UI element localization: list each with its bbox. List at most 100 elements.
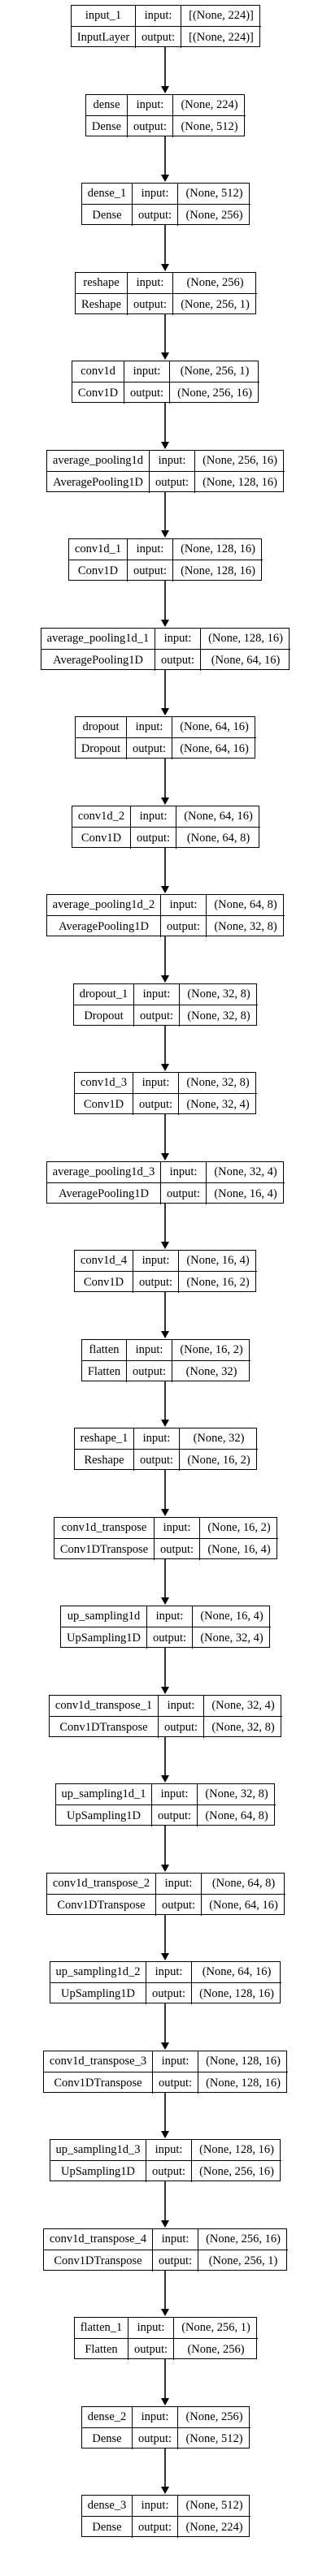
output-shape: (None, 512) [185,2431,243,2445]
layer-name: conv1d_4 [75,1251,133,1272]
arrowhead-5 [161,530,169,538]
layer-name: up_sampling1d_2 [50,1962,146,1983]
layer-class: AveragePooling1D [47,1183,161,1204]
layer-name: dense_1 [82,184,133,205]
output-label: output: [153,2250,198,2271]
layer-class: UpSampling1D [50,2161,146,2182]
output-label: output: [128,294,173,315]
layer-name: reshape [76,273,128,294]
layer-class: UpSampling1D [50,1983,146,2004]
input-label: input: [128,95,173,116]
layer-name: average_pooling1d_1 [41,629,155,650]
output-shape: (None, 224) [185,2520,243,2534]
output-label: output: [152,1805,198,1826]
output-shape: (None, 256, 1) [181,297,250,311]
layer-name: average_pooling1d_2 [47,895,161,916]
arrowhead-6 [161,620,169,627]
input-label: input: [150,451,195,472]
output-shape: (None, 32, 8) [214,919,277,933]
input-shape: (None, 256, 16) [195,451,285,472]
input-label: input: [133,2407,178,2428]
input-label: input: [134,984,180,1005]
input-label: input: [155,1518,200,1539]
arrowhead-2 [161,264,169,271]
arrowhead-24 [161,2220,169,2228]
input-shape: (None, 64, 8) [202,1874,285,1895]
input-shape: (None, 16, 4) [179,1251,257,1272]
output-label: output: [128,2339,174,2360]
input-label: input: [134,1428,180,1450]
input-label: input: [155,629,201,650]
layer-name: flatten_1 [75,2318,128,2339]
input-shape: (None, 32, 4) [207,1162,285,1183]
output-label: output: [131,828,176,849]
input-shape: (None, 224) [173,95,246,116]
input-shape: (None, 256, 1) [170,361,259,383]
layer-name: dense_2 [82,2407,133,2428]
output-shape: (None, 32, 4) [186,1097,250,1111]
input-label: input: [133,184,178,205]
layer-name: conv1d_transpose_4 [44,2229,153,2250]
arrowhead-25 [161,2309,169,2316]
output-shape: (None, 64, 8) [186,831,250,845]
arrowhead-19 [161,1775,169,1783]
output-shape: (None, 16, 4) [214,1186,277,1200]
output-label: output: [159,1717,204,1738]
layer-name: conv1d [72,361,124,383]
input-label: input: [128,273,173,294]
output-shape: (None, 64, 16) [211,653,281,667]
output-label: output: [133,1094,179,1115]
input-shape: (None, 512) [178,2496,250,2517]
input-label: input: [133,2496,178,2517]
input-label: input: [133,1073,179,1094]
input-shape: (None, 128, 16) [198,2051,288,2072]
layer-name: conv1d_1 [69,539,128,560]
input-shape: (None, 64, 8) [207,895,285,916]
output-shape: (None, 64, 16) [209,1898,278,1912]
output-shape: (None, 256) [185,208,243,222]
input-label: input: [147,1606,193,1627]
layer-class: Conv1D [75,1094,133,1115]
arrowhead-14 [161,1331,169,1338]
layer-class: Conv1DTranspose [47,1895,156,1916]
output-shape: (None, 128, 16) [206,2076,281,2090]
output-label: output: [133,2517,178,2538]
output-label: output: [146,1983,192,2004]
layer-class: UpSampling1D [61,1627,147,1649]
input-shape: (None, 512) [178,184,250,205]
arrowhead-3 [161,352,169,360]
arrowhead-8 [161,797,169,805]
output-shape: (None, 32, 8) [211,1720,275,1734]
output-shape: (None, 32) [185,1364,237,1378]
layer-class: Reshape [75,1450,134,1471]
input-label: input: [153,2051,198,2072]
layer-name: average_pooling1d [47,451,150,472]
layer-class: AveragePooling1D [41,650,155,671]
input-shape: (None, 32) [180,1428,258,1450]
arrowhead-9 [161,886,169,893]
layer-class: Reshape [76,294,128,315]
layer-class: InputLayer [72,27,136,48]
input-shape: (None, 64, 16) [172,717,256,738]
layer-class: Conv1DTranspose [44,2072,153,2094]
output-shape: (None, 512) [181,119,238,133]
input-shape: (None, 64, 16) [192,1962,281,1983]
input-label: input: [153,2229,198,2250]
layer-name: dropout [76,717,127,738]
input-shape: (None, 256) [178,2407,250,2428]
